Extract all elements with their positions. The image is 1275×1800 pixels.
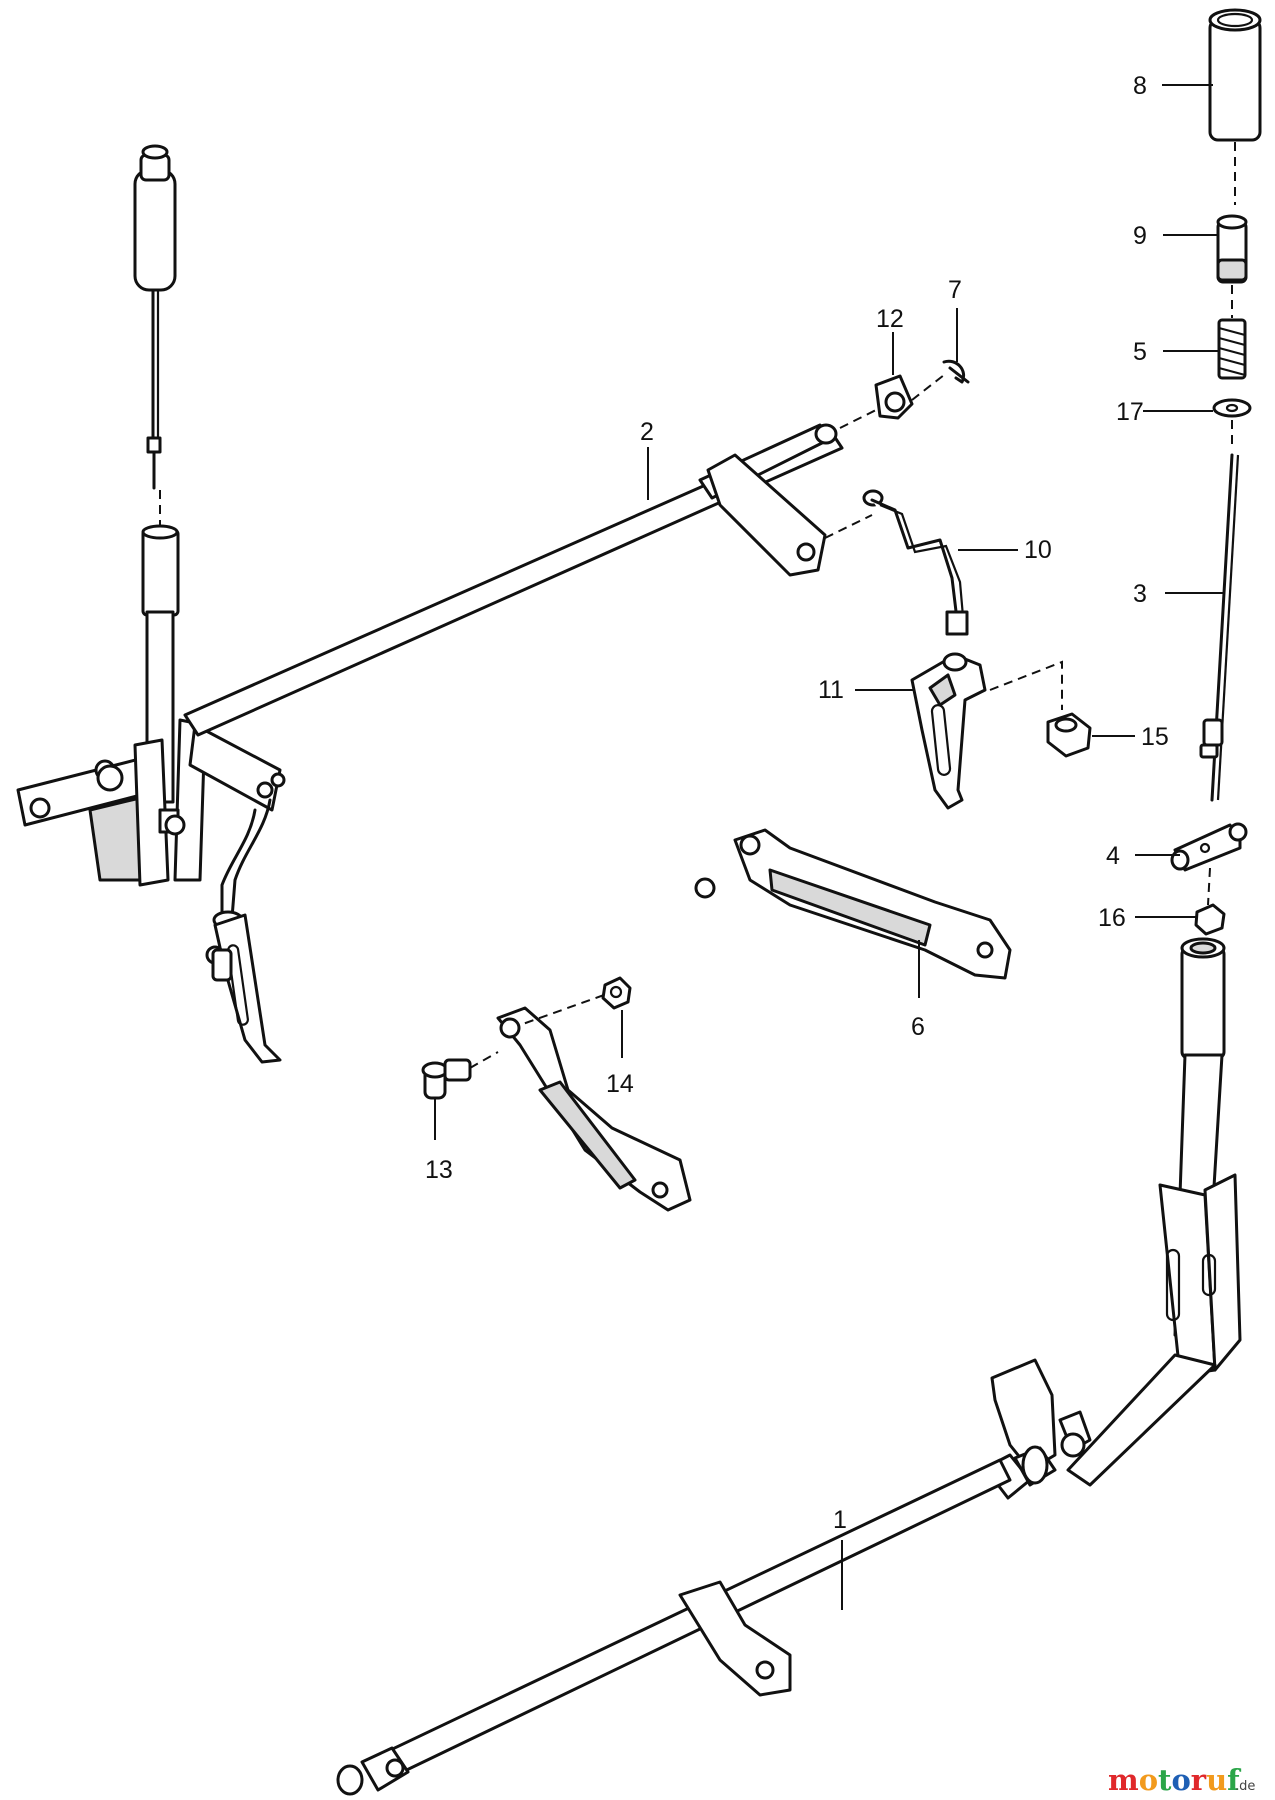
callout-1: 1 — [833, 1506, 847, 1534]
callout-16: 16 — [1098, 904, 1126, 932]
watermark-letter: t — [1158, 1763, 1172, 1797]
main-shaft — [336, 1458, 1012, 1796]
callout-13: 13 — [425, 1156, 453, 1184]
part-3-rod — [1199, 453, 1240, 802]
part-9-sleeve — [1216, 214, 1248, 284]
part-5-spring — [1217, 318, 1247, 380]
part-12-clip — [874, 374, 914, 420]
svg-text:motoruf: motoruf — [1108, 1763, 1242, 1797]
callout-2: 2 — [640, 418, 654, 446]
cross-shaft — [183, 423, 844, 737]
callout-12: 12 — [876, 305, 904, 333]
part-17-washer — [1212, 398, 1252, 418]
watermark-letter: u — [1206, 1763, 1227, 1797]
part-6-link — [694, 828, 1012, 980]
callouts: 1 2 3 4 5 6 7 8 9 10 11 12 13 14 15 16 1 — [425, 72, 1225, 1610]
callout-3: 3 — [1133, 580, 1147, 608]
callout-9: 9 — [1133, 222, 1147, 250]
callout-10: 10 — [1024, 536, 1052, 564]
callout-5: 5 — [1133, 338, 1147, 366]
callout-7: 7 — [948, 276, 962, 304]
callout-6: 6 — [911, 1013, 925, 1041]
right-lower-assembly — [983, 937, 1242, 1500]
callout-17: 17 — [1116, 398, 1144, 426]
part-15-nut — [1046, 712, 1092, 758]
watermark-letter: o — [1139, 1763, 1158, 1797]
left-handle-assembly — [16, 144, 286, 1064]
lower-link — [496, 1006, 692, 1212]
part-8-grip — [1208, 8, 1262, 142]
part-11-arm — [910, 652, 987, 810]
part-14-nut — [601, 976, 632, 1010]
watermark-suffix: .de — [1235, 1779, 1255, 1794]
part-7-pin — [942, 359, 970, 384]
part-10-rod — [862, 489, 969, 636]
part-13-bolt — [421, 1058, 472, 1100]
watermark-letter: f — [1227, 1763, 1242, 1797]
callout-8: 8 — [1133, 72, 1147, 100]
watermark-letter: o — [1171, 1763, 1190, 1797]
callout-15: 15 — [1141, 723, 1169, 751]
watermark-letter: r — [1191, 1763, 1207, 1797]
callout-14: 14 — [606, 1070, 634, 1098]
callout-4: 4 — [1106, 842, 1120, 870]
watermark-letter: m — [1108, 1763, 1139, 1797]
callout-11: 11 — [818, 676, 844, 704]
watermark-logo: motoruf .de — [1108, 1763, 1255, 1797]
part-4-swivel — [1170, 822, 1248, 872]
part-16-nut — [1194, 903, 1226, 936]
